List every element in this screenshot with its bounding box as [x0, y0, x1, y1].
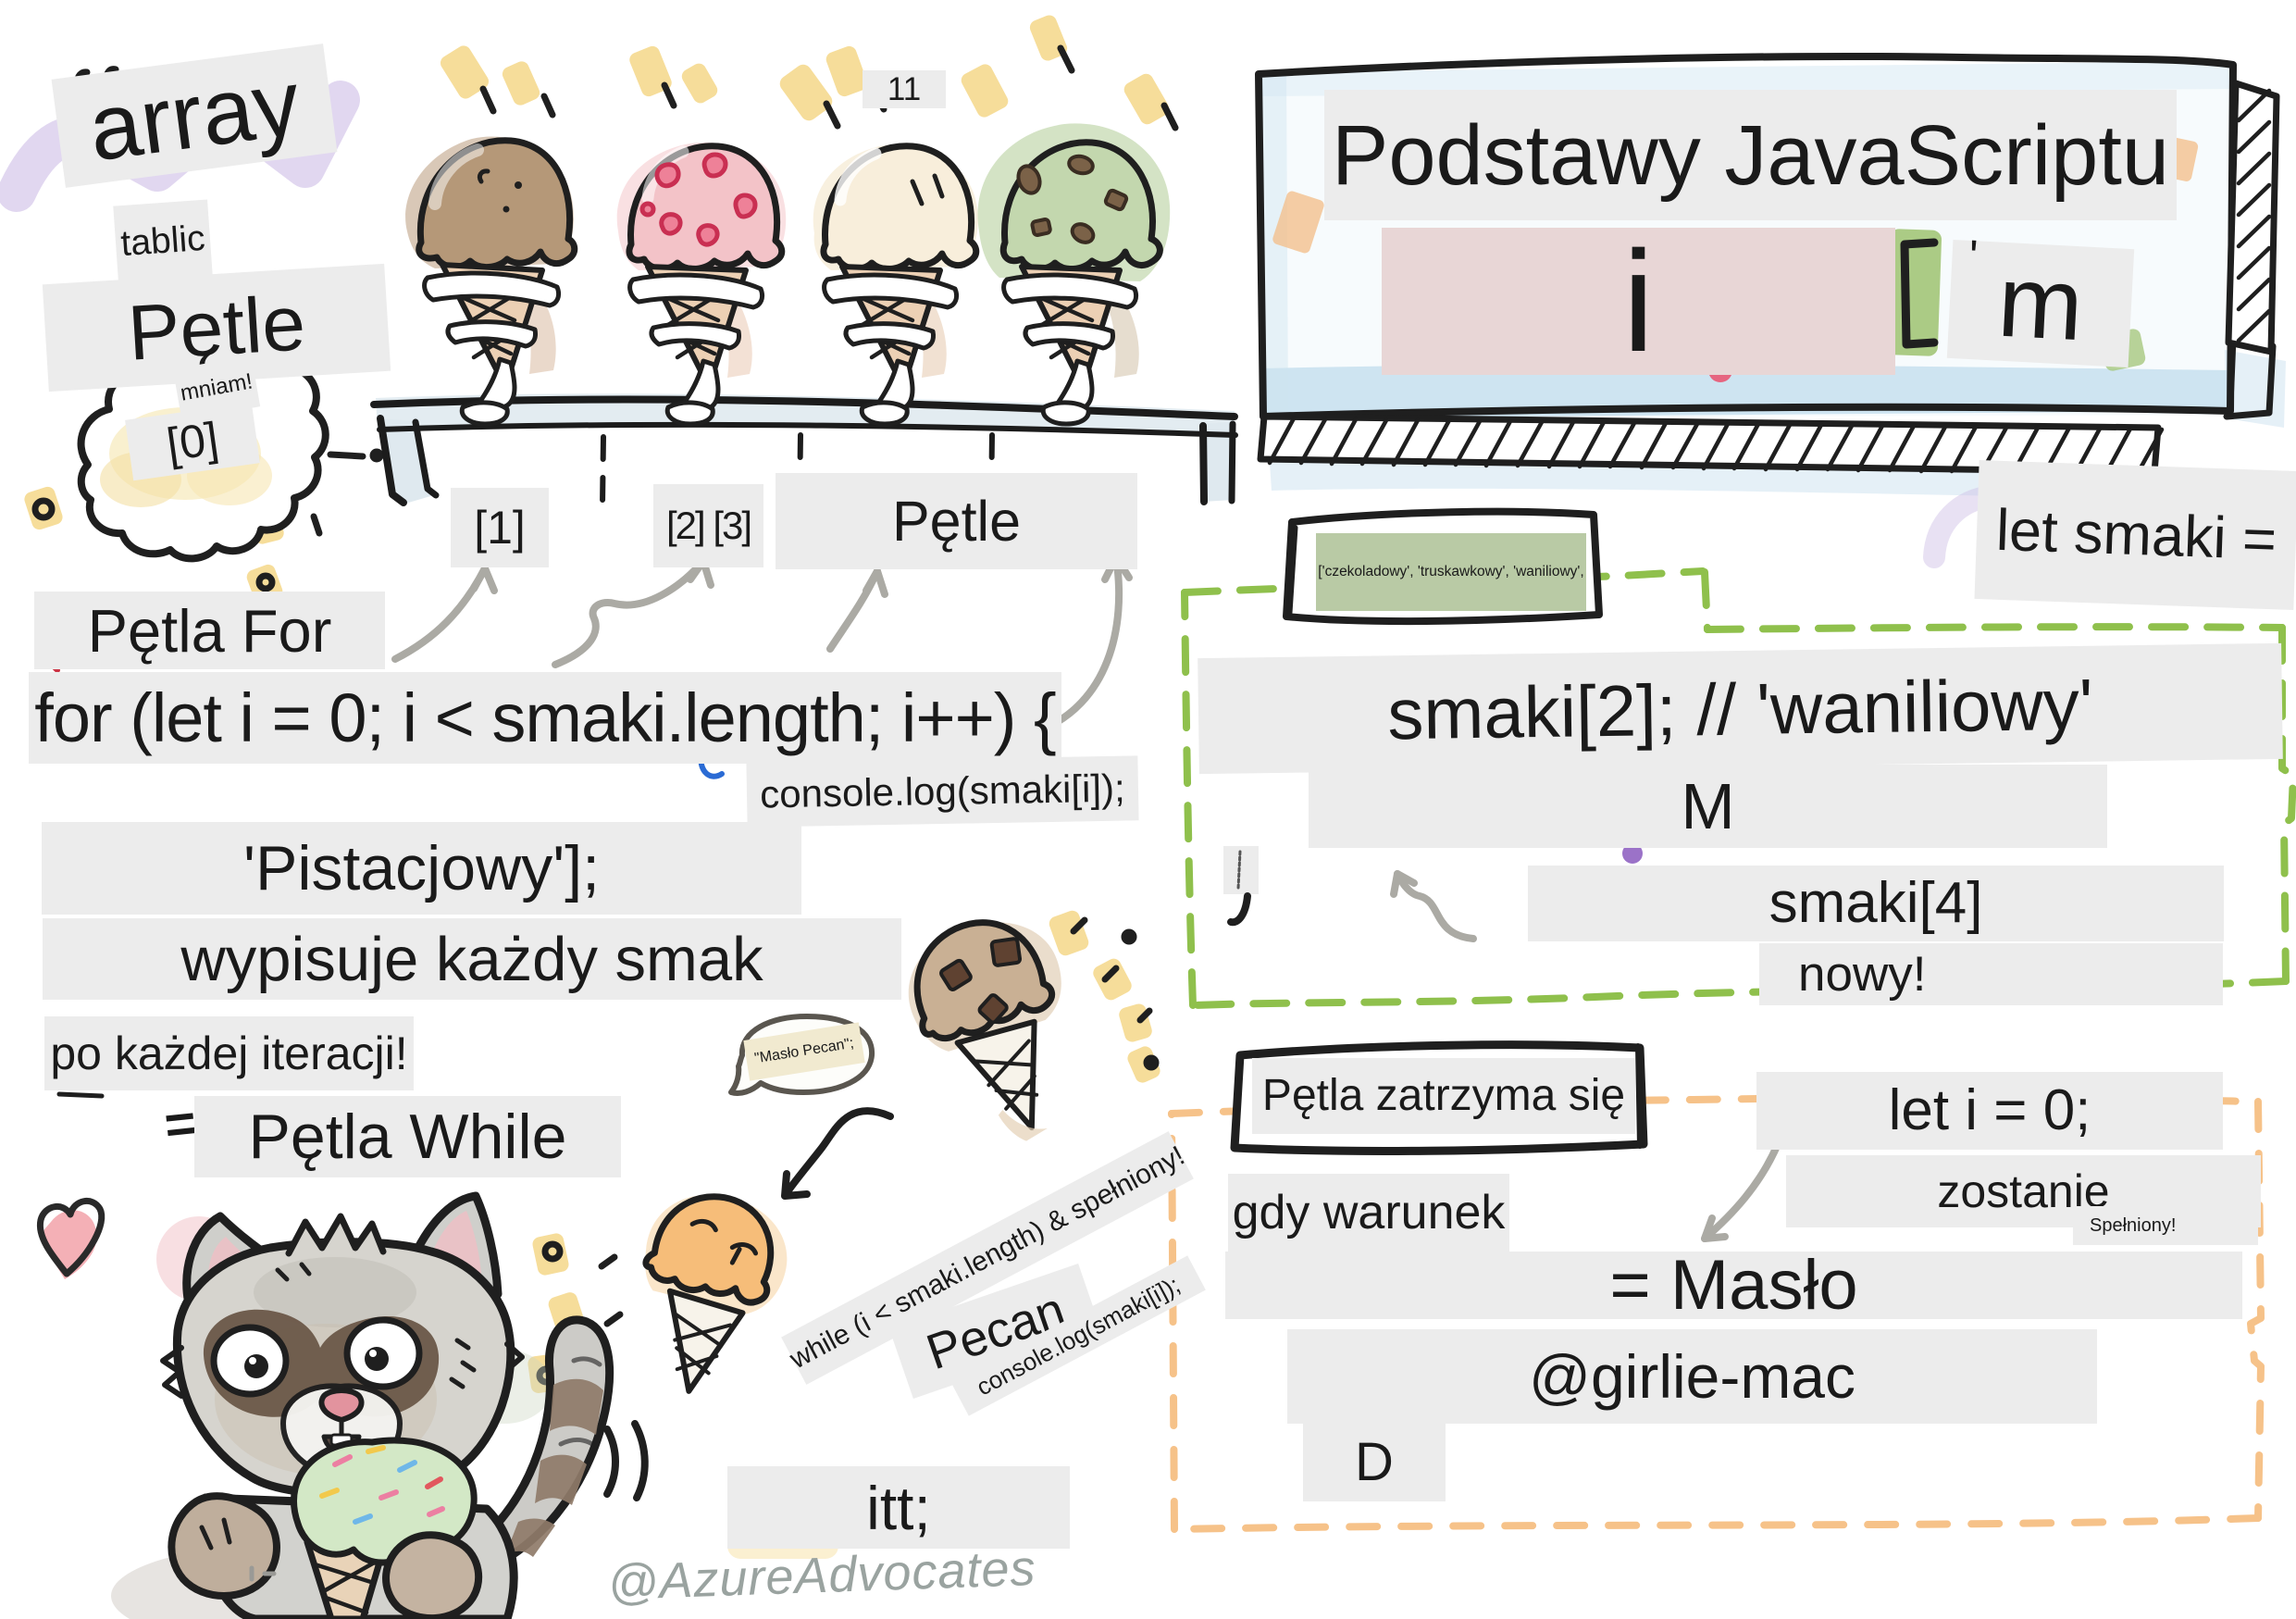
vanilla-ice-cream-cone — [813, 143, 980, 427]
d-fragment: D — [1303, 1424, 1446, 1501]
tablic-label: tablic — [113, 199, 213, 282]
banner-apostrophe: ' — [1967, 230, 1980, 283]
chocolate-ice-cream-cone — [405, 136, 578, 427]
strawberry-ice-cream-cone — [616, 142, 787, 427]
black-curved-arrow — [781, 1107, 894, 1200]
while-heading: Pętla While — [194, 1096, 621, 1177]
heart — [36, 1198, 105, 1279]
butter-pecan-ice-cream — [908, 919, 1061, 1141]
double-paren-marks — [603, 1420, 649, 1501]
for-loop-body-code: console.log(smaki[i]); — [746, 755, 1139, 828]
banner-fragment-i: i — [1382, 228, 1895, 375]
confetti — [24, 15, 1179, 1559]
banner-title: Podstawy JavaScriptu — [1324, 90, 2177, 220]
smaki4-code: smaki[4] — [1528, 866, 2224, 941]
spelniony-label: Spełniony! — [2073, 1206, 2258, 1245]
itt-label: itt; — [727, 1466, 1070, 1549]
gdy-warunek-label: gdy warunek — [1228, 1174, 1509, 1252]
gray-arrows — [391, 554, 1781, 1242]
m-fragment: M — [1309, 765, 2107, 848]
page-number: 11 — [863, 70, 946, 108]
banner-fragment-m: ' m — [1946, 230, 2135, 368]
array-literal-code: ['czekoladowy', 'truskawkowy', 'waniliow… — [1316, 533, 1586, 611]
watermark: @AzureAdvocates — [606, 1539, 1037, 1612]
maslo-label: = Masło — [1225, 1250, 2242, 1320]
raccoon-eating-ice-cream — [111, 1191, 614, 1619]
iteration-note: po każdej iteracji! — [44, 1016, 414, 1090]
petle-bench-label: Pętle — [776, 473, 1137, 569]
for-loop-heading: Pętla For — [34, 592, 385, 669]
let-smaki-code: let smaki = — [1974, 460, 2296, 610]
let-i-code: let i = 0; — [1756, 1072, 2223, 1150]
index-2-3-label: [2] [3] — [653, 484, 763, 567]
explain-label: wypisuje każdy smak — [43, 918, 901, 1000]
banner-m-text: m — [1995, 243, 2086, 363]
orange-ice-cream — [642, 1193, 788, 1394]
stop-heading: Pętla zatrzyma się — [1252, 1058, 1635, 1134]
girlie-mac-label: @girlie-mac — [1287, 1329, 2097, 1424]
array-tail-code: 'Pistacjowy']; — [42, 822, 801, 915]
index-1-label: [1] — [451, 488, 549, 567]
nowy-label: nowy! — [1759, 943, 2223, 1005]
pistachio-ice-cream-cone — [977, 123, 1171, 427]
for-loop-code: for (let i = 0; i < smaki.length; i++) { — [29, 672, 1061, 764]
smaki2-code: smaki[2]; // 'waniliowy' — [1198, 642, 2283, 775]
